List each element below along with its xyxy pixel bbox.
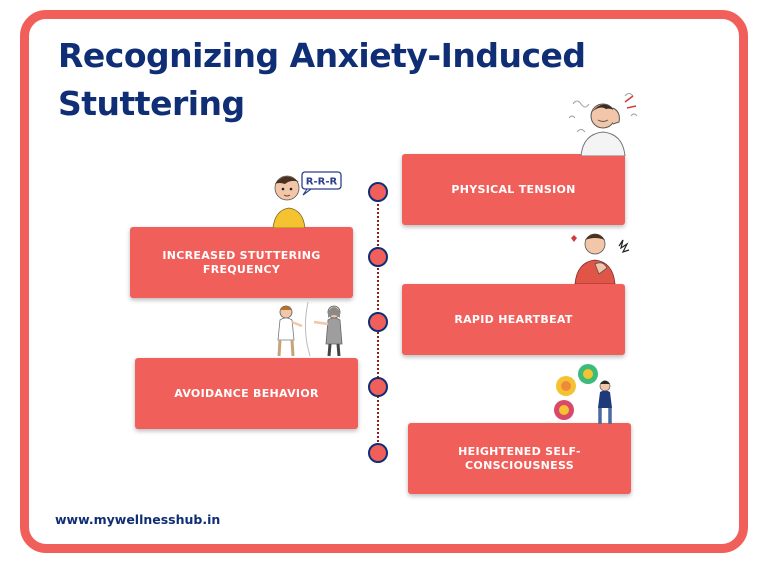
card-increased-stuttering-frequency: INCREASED STUTTERING FREQUENCY bbox=[130, 227, 353, 298]
stressed-man-icon bbox=[568, 93, 638, 156]
card-avoidance-behavior: AVOIDANCE BEHAVIOR bbox=[135, 358, 358, 429]
timeline-dot bbox=[368, 377, 388, 397]
self-conscious-man-icon bbox=[554, 364, 612, 424]
timeline-dot bbox=[368, 443, 388, 463]
website-url: www.mywellnesshub.in bbox=[55, 512, 221, 527]
page-title: Recognizing Anxiety-Induced Stuttering bbox=[58, 36, 586, 123]
card-label: RAPID HEARTBEAT bbox=[454, 312, 573, 326]
avoiding-people-icon bbox=[277, 301, 343, 357]
card-label: INCREASED STUTTERING FREQUENCY bbox=[162, 248, 321, 276]
heartbeat-man-icon bbox=[571, 233, 630, 284]
card-label: HEIGHTENED SELF-CONSCIOUSNESS bbox=[458, 444, 581, 472]
card-label: AVOIDANCE BEHAVIOR bbox=[174, 386, 319, 400]
card-physical-tension: PHYSICAL TENSION bbox=[402, 154, 625, 225]
speech-bubble-text: R-R-R bbox=[306, 177, 338, 188]
timeline-dot bbox=[368, 247, 388, 267]
card-label: PHYSICAL TENSION bbox=[451, 182, 576, 196]
timeline-dot bbox=[368, 182, 388, 202]
card-rapid-heartbeat: RAPID HEARTBEAT bbox=[402, 284, 625, 355]
timeline-dot bbox=[368, 312, 388, 332]
boy-speech-bubble-icon: R-R-R bbox=[272, 171, 342, 228]
card-heightened-self-consciousness: HEIGHTENED SELF-CONSCIOUSNESS bbox=[408, 423, 631, 494]
